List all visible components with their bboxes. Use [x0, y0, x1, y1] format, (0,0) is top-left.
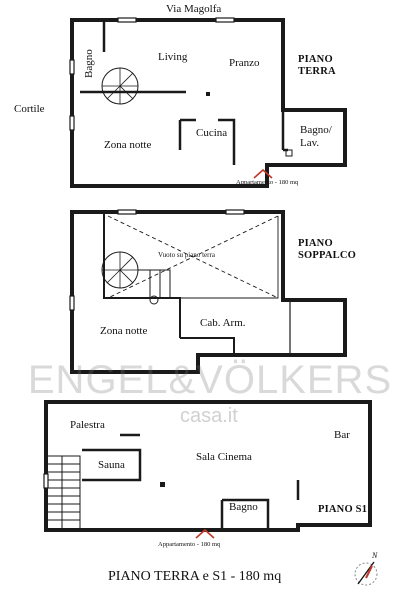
entrance-note-ground: Appartamento - 180 mq — [236, 179, 299, 186]
ground-window — [117, 17, 137, 23]
room-label-cucina: Cucina — [196, 127, 228, 139]
compass-needle — [357, 561, 375, 585]
watermark-portal: casa.it — [180, 405, 238, 427]
level-label-basement: PIANO S1 — [318, 504, 368, 515]
ground-column — [206, 92, 210, 96]
basement-floor-plan — [43, 400, 372, 532]
ground-entrance-arrow — [253, 168, 273, 179]
room-label-pranzo: Pranzo — [229, 57, 260, 69]
compass-needle-tip — [365, 565, 373, 579]
mezzanine-stair-landing — [138, 269, 171, 298]
ground-floor-plan — [69, 17, 347, 188]
basement-sauna-walls — [82, 448, 142, 482]
mezzanine-outer-wall — [70, 210, 347, 374]
room-label-cab-arm: Cab. Arm. — [200, 317, 246, 329]
ground-window — [69, 59, 75, 75]
room-label-zona-notte: Zona notte — [104, 139, 152, 151]
basement-window — [43, 473, 49, 489]
level-label-ground: PIANO TERRA — [298, 54, 336, 78]
courtyard-label: Cortile — [14, 103, 45, 115]
basement-column — [160, 482, 165, 487]
compass-ring — [354, 562, 378, 586]
compass-north-label: N — [372, 551, 378, 560]
watermark-brand: ENGEL&VÖLKERS — [27, 358, 393, 402]
room-label-bagno-lav: Bagno/ Lav. — [300, 124, 332, 149]
basement-outer-wall — [44, 400, 372, 532]
plan-caption: PIANO TERRA e S1 - 180 mq — [108, 569, 282, 584]
ground-window — [215, 17, 235, 23]
room-label-bagno-s1: Bagno — [229, 501, 258, 513]
mezzanine-stair-newel — [149, 295, 159, 305]
room-label-bar: Bar — [334, 429, 350, 441]
mezzanine-loft-rail — [289, 299, 346, 356]
room-label-sauna: Sauna — [98, 459, 125, 471]
basement-bath-walls — [220, 498, 270, 528]
entrance-note-basement: Appartamento - 180 mq — [158, 541, 221, 548]
mezzanine-spiral-steps — [102, 252, 138, 288]
street-label: Via Magolfa — [166, 3, 222, 15]
mezzanine-void-border — [104, 216, 279, 299]
room-label-palestra: Palestra — [70, 419, 105, 431]
room-label-void: Vuoto su piano terra — [158, 251, 215, 259]
ground-bath-fixture — [285, 149, 293, 157]
room-label-bagno: Bagno — [83, 49, 95, 78]
ground-partition-bath — [281, 110, 288, 152]
room-label-living: Living — [158, 51, 188, 63]
ground-spiral-steps — [102, 68, 138, 104]
mezzanine-floor-plan — [69, 209, 347, 374]
basement-stair — [48, 455, 81, 528]
mezzanine-window — [225, 209, 245, 215]
ground-outer-wall — [70, 18, 347, 188]
mezzanine-window — [69, 295, 75, 311]
level-label-mezzanine: PIANO SOPPALCO — [298, 238, 356, 262]
room-label-zona-notte-mezz: Zona notte — [100, 325, 148, 337]
ground-partition-kitchen — [178, 118, 236, 165]
mezzanine-void-lines — [107, 215, 279, 299]
basement-entrance-arrow — [195, 528, 215, 539]
room-label-sala-cinema: Sala Cinema — [196, 451, 252, 463]
compass — [354, 561, 378, 586]
mezzanine-window — [117, 209, 137, 215]
ground-window — [69, 115, 75, 131]
